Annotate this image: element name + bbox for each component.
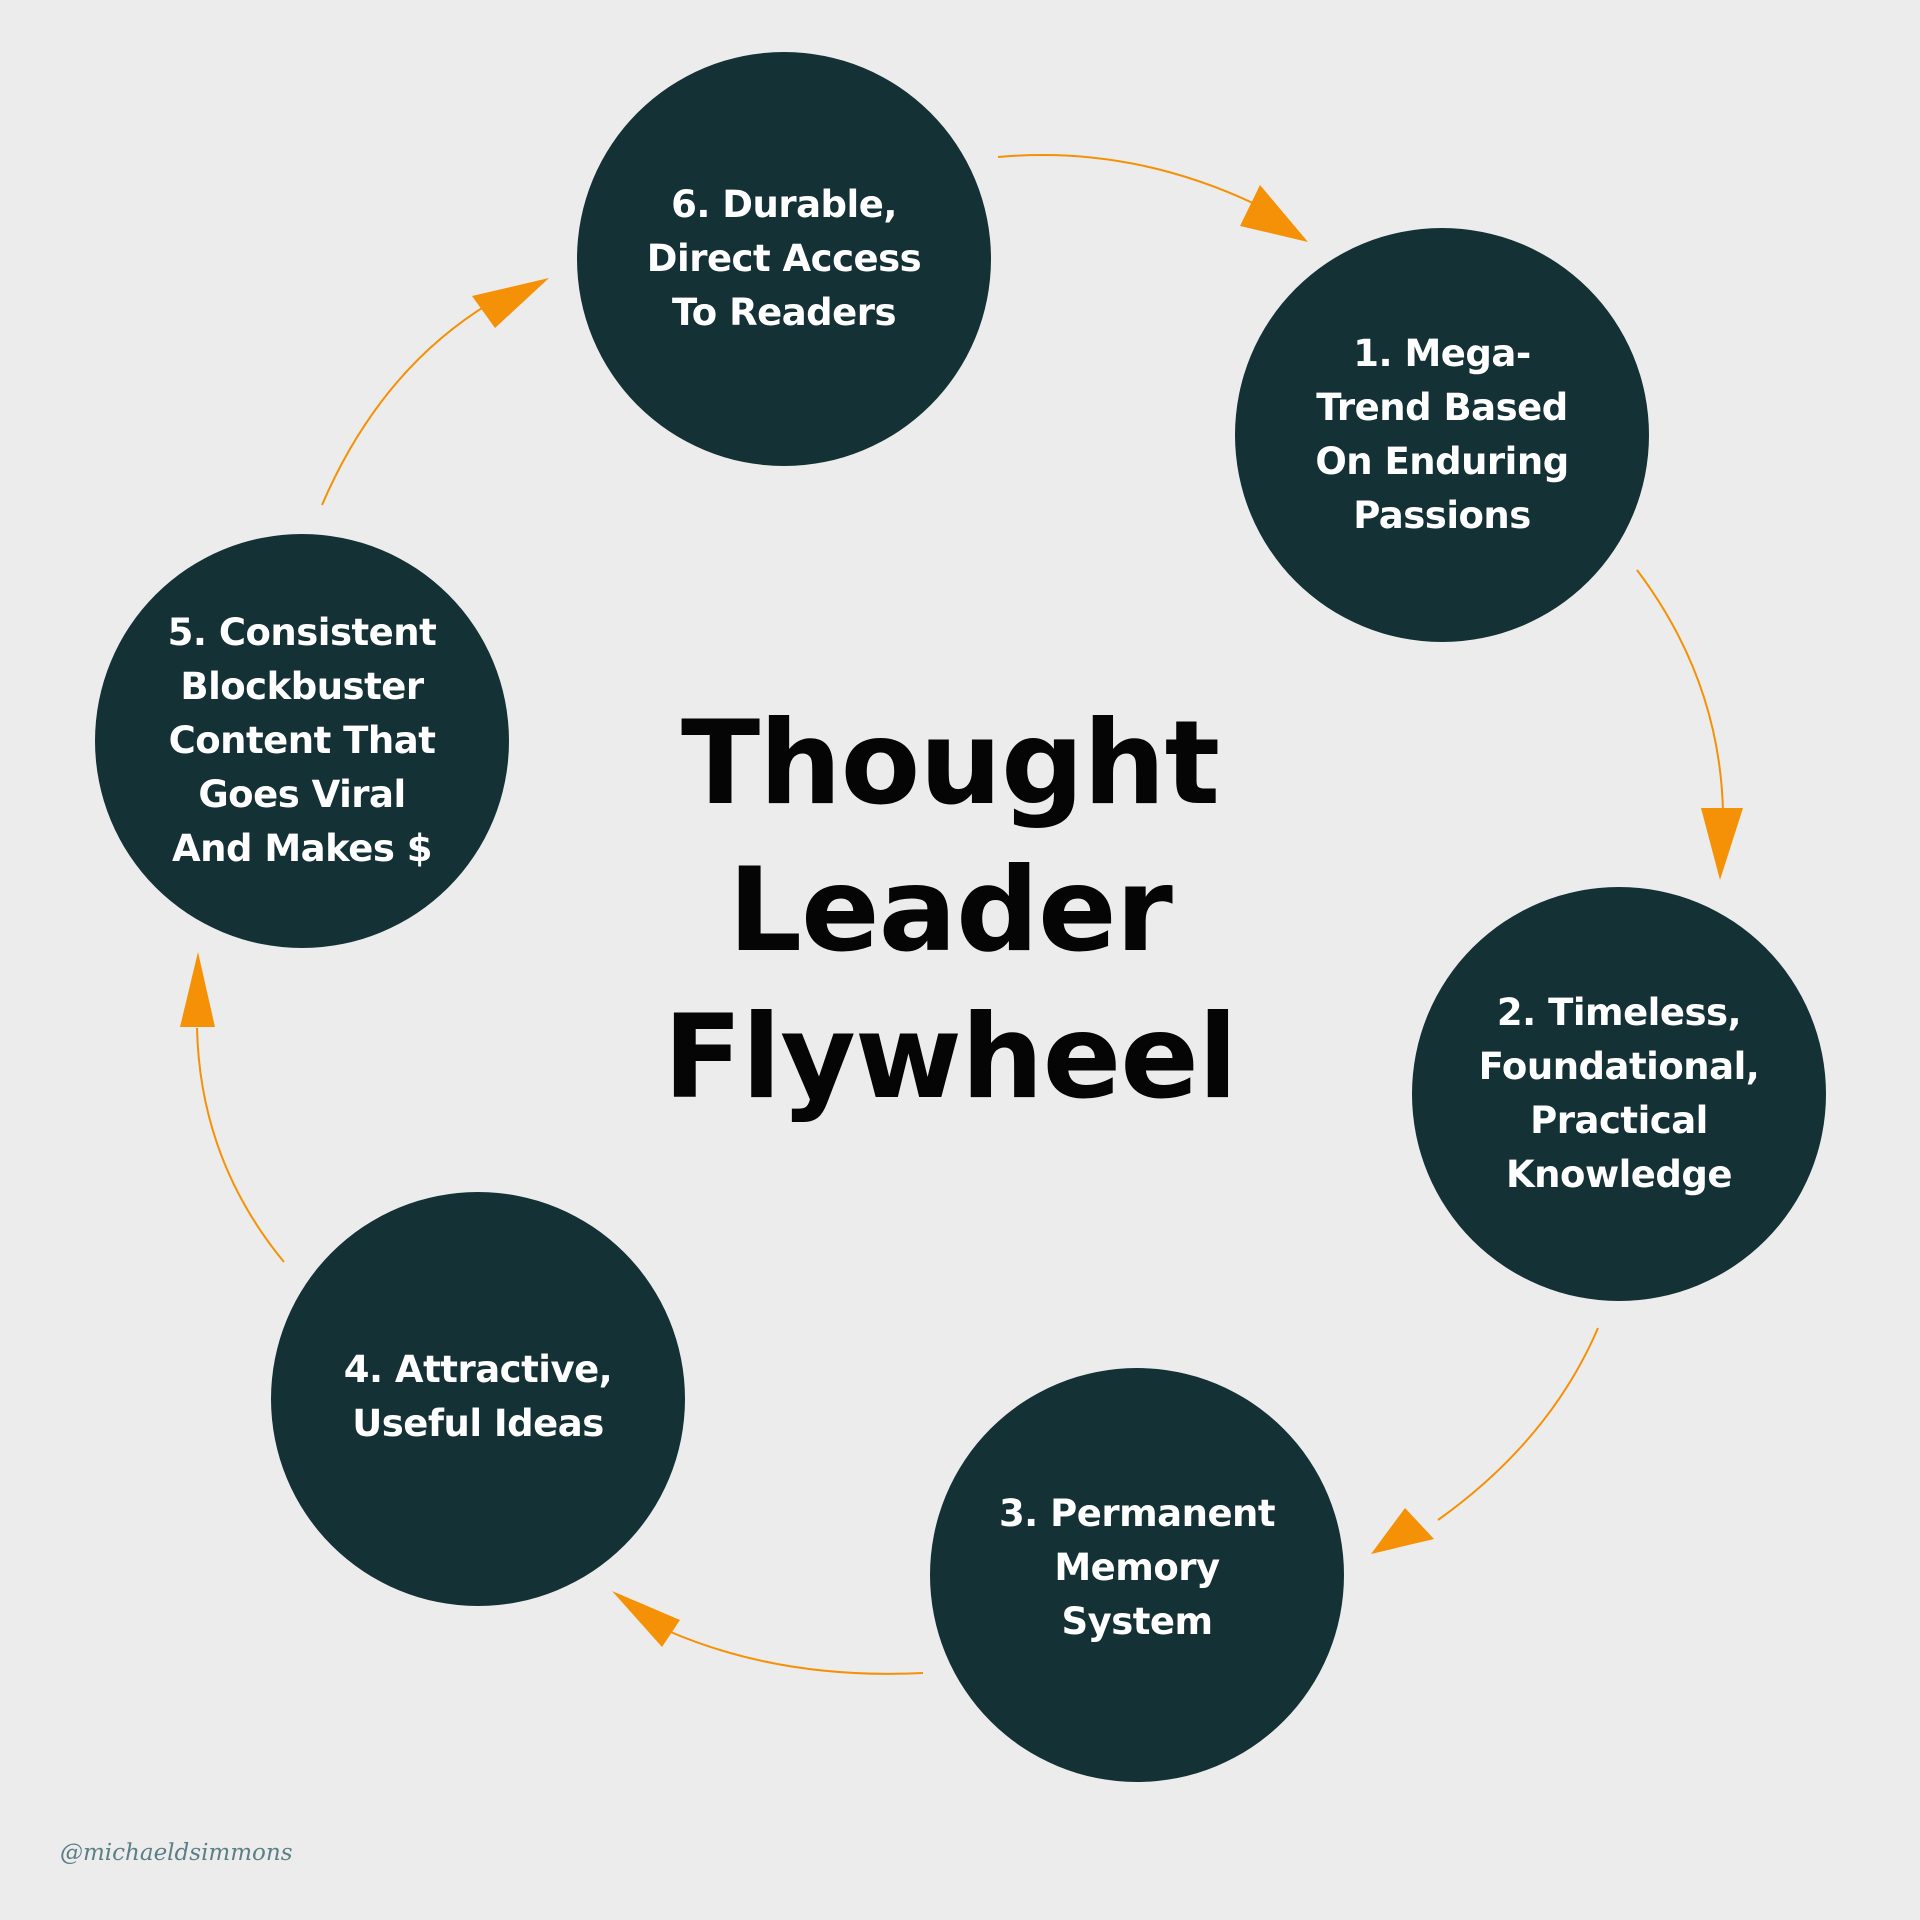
arrowhead-1-to-2 (1701, 808, 1743, 880)
flywheel-node-3: 3. Permanent Memory System (930, 1368, 1344, 1782)
node-1-label: 1. Mega- Trend Based On Enduring Passion… (1315, 332, 1569, 537)
arrow-2-to-3 (1437, 1327, 1599, 1521)
arrowhead-6 (472, 278, 549, 328)
flywheel-node-4: 4. Attractive, Useful Ideas (271, 1192, 685, 1606)
flywheel-node-5: 5. Consistent Blockbuster Content That G… (95, 534, 509, 948)
diagram-title: Thought Leader Flywheel (663, 696, 1237, 1125)
arrow-5-to-6 (321, 302, 491, 506)
arrow-1-to-2 (1636, 569, 1724, 813)
flywheel-node-2: 2. Timeless, Foundational, Practical Kno… (1412, 887, 1826, 1301)
arrowhead-4 (612, 1591, 680, 1647)
node-5-label: 5. Consistent Blockbuster Content That G… (167, 611, 437, 870)
author-credit: @michaeldsimmons (60, 1840, 293, 1866)
arrow-3-to-4 (665, 1629, 924, 1675)
flywheel-node-1: 1. Mega- Trend Based On Enduring Passion… (1235, 228, 1649, 642)
node-3-label: 3. Permanent Memory System (998, 1492, 1276, 1643)
flywheel-node-6: 6. Durable, Direct Access To Readers (577, 52, 991, 466)
arrow-6-to-1 (997, 153, 1256, 205)
arrowhead-6-to-1 (1240, 185, 1308, 242)
arrowhead-5 (180, 952, 215, 1027)
node-4-label: 4. Attractive, Useful Ideas (343, 1348, 613, 1445)
arrowhead-2-to-3 (1371, 1508, 1434, 1554)
arrow-4-to-5 (196, 1027, 285, 1263)
node-2-label: 2. Timeless, Foundational, Practical Kno… (1478, 991, 1760, 1196)
node-6-label: 6. Durable, Direct Access To Readers (646, 182, 922, 334)
